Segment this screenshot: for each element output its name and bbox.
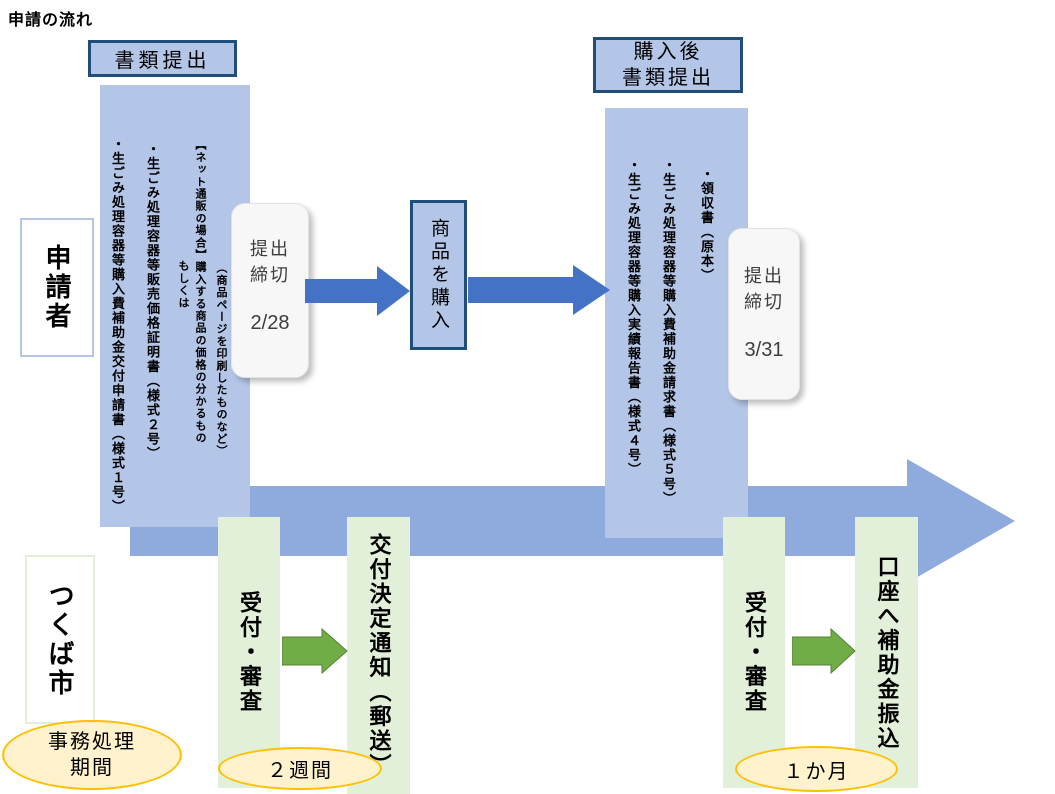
stage2-header-label: 購入後 書類提出 [622,41,714,89]
stage2-header-box: 購入後 書類提出 [593,37,743,93]
page-title: 申請の流れ [8,12,94,29]
arrow-review-to-notice [282,628,348,674]
purchase-product-box: 商品を購入 [410,200,467,350]
duration-label: １か月 [783,760,850,783]
stage1-header-label: 書類提出 [114,50,211,72]
city-step-label: 受付・審査 [237,591,262,714]
stage1-doc-product-page-note: （商品ページを印刷したものなど） [215,262,227,458]
deadline-label: 提出締切 [744,266,784,313]
lane-city-box: つくば市 [25,555,95,724]
processing-period-badge: 事務処理期間 [2,720,182,790]
lane-city-label: つくば市 [45,581,75,698]
deadline-label: 提出締切 [250,239,290,286]
city-step-label: 受付・審査 [742,591,767,714]
stage1-doc-online-shop-case: 【ネット通販の場合】購入する商品の価格の分かるもの [194,139,206,444]
deadline-date: 3/31 [744,339,784,362]
stage1-documents-box [100,85,250,527]
city-step-label: 交付決定通知（郵送） [366,533,392,778]
city-step-reception-review-1: 受付・審査 [218,517,280,788]
stage1-doc-price-certificate: ・生ごみ処理容器等販売価格証明書（様式２号） [145,142,160,461]
duration-label: ２週間 [267,760,333,782]
arrow-submit-to-purchase [305,266,410,316]
stage2-deadline-badge: 提出締切 3/31 [728,228,800,400]
stage1-doc-grant-application: ・生ごみ処理容器等購入費補助金交付申請書（様式１号） [110,137,125,514]
arrow-review-to-transfer [792,628,856,674]
stage2-doc-claim-form: ・生ごみ処理容器等購入費補助金請求書（様式５号） [661,158,676,506]
arrow-purchase-to-stage2 [468,265,610,315]
city-step-label: 口座へ補助金振込 [874,554,900,751]
lane-applicant-box: 申請者 [20,218,94,357]
city-step-reception-review-2: 受付・審査 [723,517,785,788]
stage1-doc-or-text: もしくは [177,260,189,309]
lane-applicant-label: 申請者 [42,244,72,331]
city-step-transfer-subsidy: 口座へ補助金振込 [855,517,918,788]
city-step-grant-notice: 交付決定通知（郵送） [347,517,410,794]
stage1-deadline-badge: 提出締切 2/28 [231,203,309,378]
stage2-doc-receipt: ・領収書（原本） [699,167,714,283]
stage2-documents-box [605,108,748,538]
stage2-doc-report-form: ・生ごみ処理容器等購入実績報告書（様式４号） [626,158,641,477]
duration-two-weeks-badge: ２週間 [218,747,382,790]
processing-period-label: 事務処理期間 [48,731,136,779]
duration-one-month-badge: １か月 [735,746,898,792]
stage1-header-box: 書類提出 [88,40,237,77]
deadline-date: 2/28 [250,312,290,335]
purchase-product-label: 商品を購入 [428,217,449,333]
